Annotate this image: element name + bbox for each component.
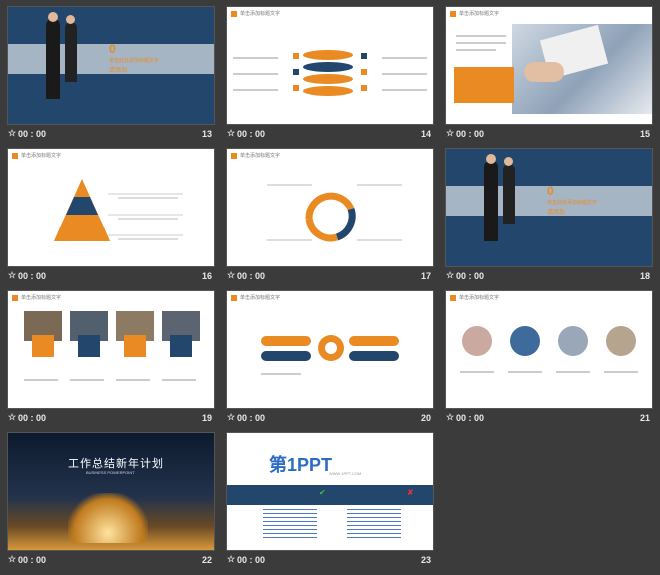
- slide-number: 17: [420, 271, 431, 281]
- slide-time: 00 : 00: [237, 555, 266, 565]
- star-icon: ☆: [446, 412, 455, 422]
- slide-time: 00 : 00: [237, 413, 266, 423]
- slide-20-canvas: 单击添加标题文字: [227, 291, 433, 408]
- section-title: 单击此处添加标题文字: [547, 200, 598, 206]
- section-number: 0: [109, 42, 116, 56]
- slide-header: 单击添加标题文字: [231, 294, 280, 301]
- star-icon: ☆: [227, 270, 236, 280]
- slide-21-canvas: 单击添加标题文字: [446, 291, 652, 408]
- slide-19-canvas: 单击添加标题文字: [8, 291, 214, 408]
- slide-number: 23: [420, 555, 431, 565]
- slide-13-canvas: 0 单击此处添加标题文字 请添加: [8, 7, 214, 124]
- slide-time: 00 : 00: [456, 271, 485, 281]
- slide-number: 16: [201, 271, 212, 281]
- brand-url: WWW.1PPT.COM: [329, 471, 362, 476]
- slide-number: 20: [420, 413, 431, 423]
- section-title: 单击此处添加标题文字: [109, 58, 160, 64]
- slide-16-canvas: 单击添加标题文字: [8, 149, 214, 266]
- star-icon: ☆: [227, 554, 236, 564]
- star-icon: ☆: [446, 128, 455, 138]
- slide-header: 单击添加标题文字: [231, 152, 280, 159]
- slide-17-canvas: 单击添加标题文字: [227, 149, 433, 266]
- slide-time: 00 : 00: [18, 271, 47, 281]
- slide-time: 00 : 00: [18, 555, 47, 565]
- check-icon: ✔: [319, 488, 326, 497]
- businessman-figure: [484, 161, 498, 241]
- slide-header: 单击添加标题文字: [450, 294, 499, 301]
- slide-time: 00 : 00: [456, 413, 485, 423]
- star-icon: ☆: [8, 412, 17, 422]
- slide-14-canvas: 单击添加标题文字: [227, 7, 433, 124]
- cover-title: 工作总结新年计划: [68, 458, 164, 470]
- businessman-figure: [46, 19, 60, 99]
- section-sub: 请添加: [547, 210, 566, 216]
- slide-number: 15: [639, 129, 650, 139]
- slide-22-canvas: 工作总结新年计划 BUSINESS POWERPOINT: [8, 433, 214, 550]
- slide-header: 单击添加标题文字: [231, 10, 280, 17]
- section-sub: 请添加: [109, 68, 128, 74]
- slide-23-canvas: 第1PPT WWW.1PPT.COM ✔ ✘: [227, 433, 433, 550]
- star-icon: ☆: [227, 128, 236, 138]
- slide-18-canvas: 0 单击此处添加标题文字 请添加: [446, 149, 652, 266]
- slide-time: 00 : 00: [237, 129, 266, 139]
- star-icon: ☆: [8, 128, 17, 138]
- star-icon: ☆: [8, 554, 17, 564]
- businesswoman-figure: [503, 164, 515, 224]
- slide-time: 00 : 00: [456, 129, 485, 139]
- slide-number: 14: [420, 129, 431, 139]
- slide-number: 21: [639, 413, 650, 423]
- slide-time: 00 : 00: [18, 129, 47, 139]
- slide-15-canvas: 单击添加标题文字: [446, 7, 652, 124]
- cross-icon: ✘: [407, 488, 414, 497]
- slide-number: 18: [639, 271, 650, 281]
- star-icon: ☆: [8, 270, 17, 280]
- slide-time: 00 : 00: [18, 413, 47, 423]
- brand-logo: 第1PPT: [269, 455, 333, 475]
- cycle-diagram: [267, 184, 402, 242]
- section-number: 0: [547, 184, 554, 198]
- businesswoman-figure: [65, 22, 77, 82]
- slide-header: 单击添加标题文字: [12, 152, 61, 159]
- slide-number: 19: [201, 413, 212, 423]
- slide-header: 单击添加标题文字: [12, 294, 61, 301]
- star-icon: ☆: [446, 270, 455, 280]
- cover-subtitle: BUSINESS POWERPOINT: [86, 470, 135, 475]
- star-icon: ☆: [227, 412, 236, 422]
- slide-number: 22: [201, 555, 212, 565]
- slide-header: 单击添加标题文字: [450, 10, 499, 17]
- slide-number: 13: [201, 129, 212, 139]
- pyramid-diagram: [54, 179, 183, 241]
- slide-time: 00 : 00: [237, 271, 266, 281]
